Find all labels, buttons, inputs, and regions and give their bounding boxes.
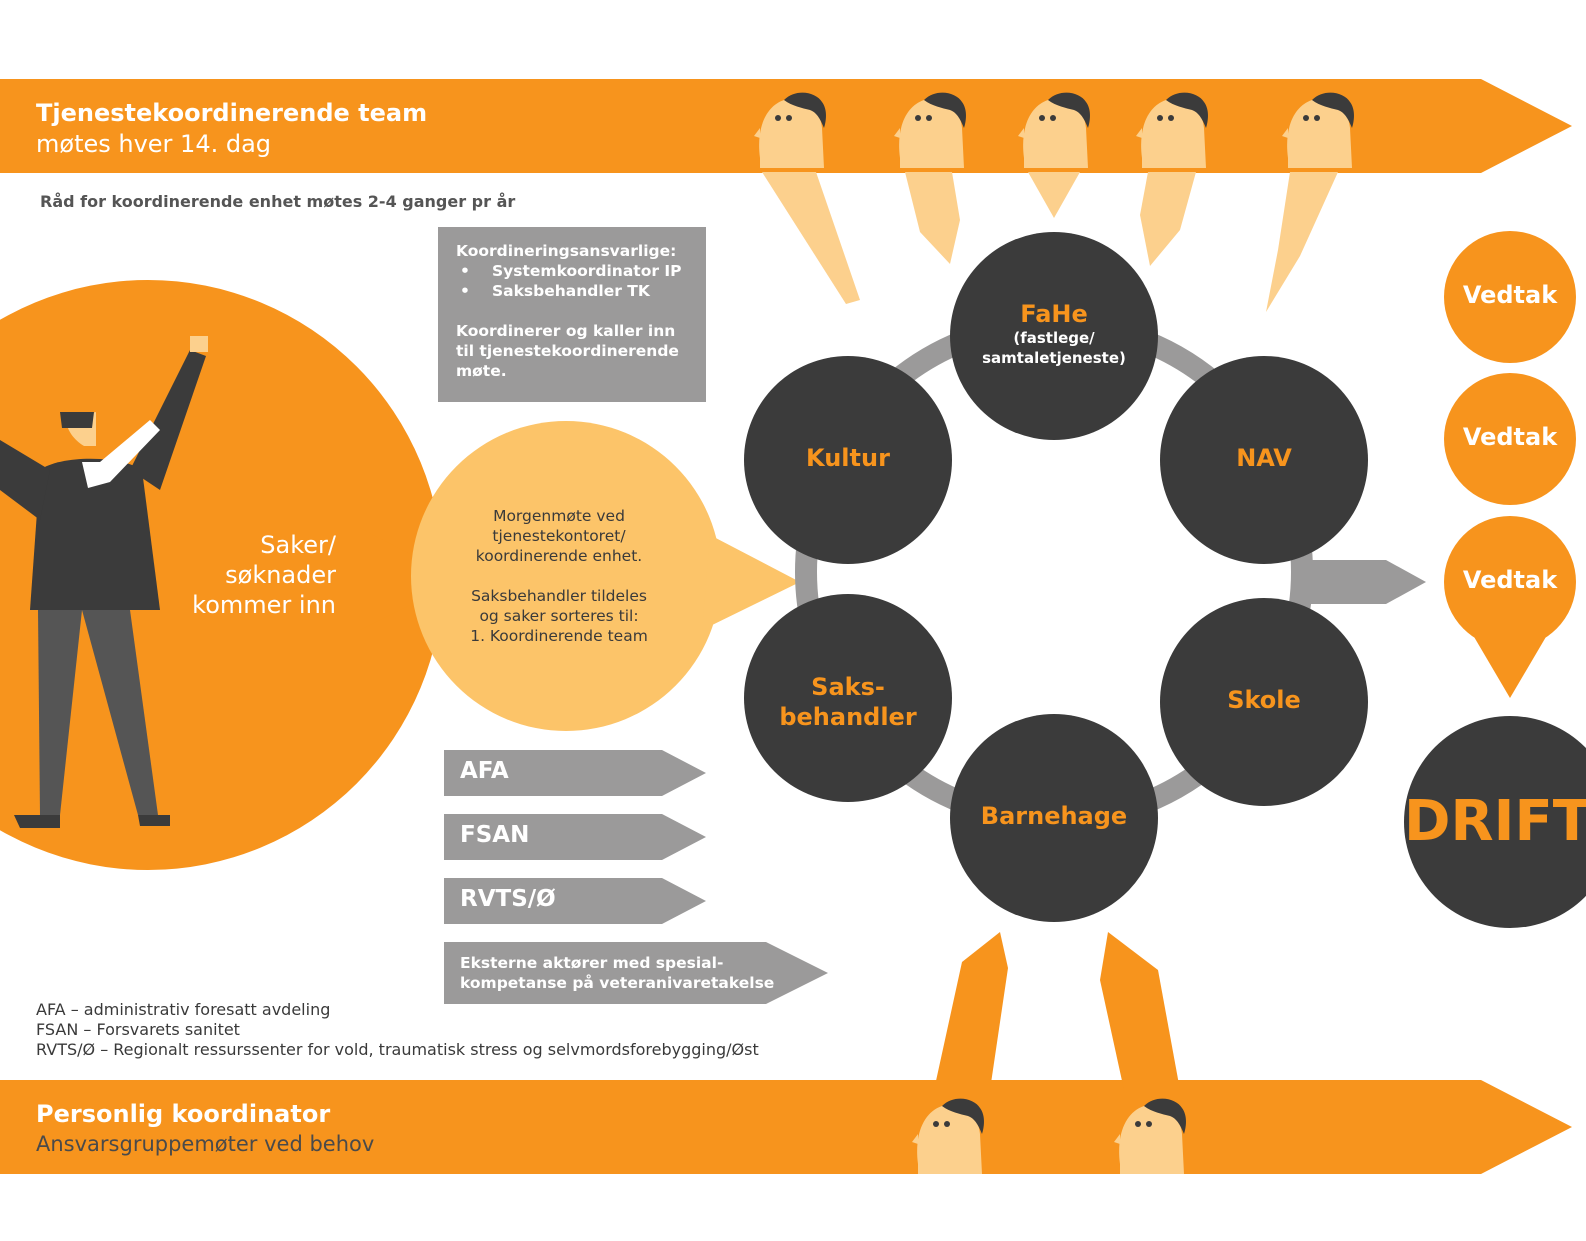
vedtak-circle-1 bbox=[1444, 231, 1576, 363]
afa-label: AFA bbox=[460, 758, 509, 784]
ring-exit-arrow bbox=[1300, 560, 1426, 604]
intake-line: kommer inn bbox=[192, 591, 336, 619]
council-note: Råd for koordinerende enhet møtes 2-4 ga… bbox=[40, 192, 516, 211]
external-line: kompetanse på veteranivaretakelse bbox=[460, 974, 775, 992]
vedtak-label-2: Vedtak bbox=[1462, 423, 1558, 451]
afa-arrow bbox=[444, 750, 706, 796]
happy-person-illustration bbox=[0, 336, 208, 828]
drift-label: DRIFT bbox=[1404, 789, 1586, 854]
morning-line: 1. Koordinerende team bbox=[470, 627, 648, 645]
fahe-title: FaHe bbox=[1020, 300, 1088, 328]
external-label: Eksterne aktører med spesial- kompetanse… bbox=[460, 953, 774, 993]
vedtak-circle-3 bbox=[1444, 516, 1576, 648]
morning-line: og saker sorteres til: bbox=[479, 607, 639, 625]
skole-label: Skole bbox=[1227, 686, 1301, 714]
top-team-ties bbox=[762, 172, 1338, 312]
skole-circle bbox=[1160, 598, 1368, 806]
intake-tail bbox=[360, 528, 460, 630]
vedtak-label-1: Vedtak bbox=[1462, 281, 1558, 309]
bottom-band-subtitle: Ansvarsgruppemøter ved behov bbox=[36, 1132, 375, 1156]
intake-circle bbox=[0, 280, 443, 870]
morning-line: Morgenmøte ved bbox=[493, 507, 625, 525]
abbreviation-legend: AFA – administrativ foresatt avdeling FS… bbox=[36, 1000, 759, 1060]
barnehage-label: Barnehage bbox=[980, 802, 1128, 830]
saksbehandler-line: behandler bbox=[779, 703, 917, 731]
saksbehandler-line: Saks- bbox=[811, 673, 885, 701]
nav-label: NAV bbox=[1236, 444, 1292, 472]
kultur-label: Kultur bbox=[806, 444, 890, 472]
coordination-list: Systemkoordinator IP Saksbehandler TK bbox=[456, 261, 688, 301]
external-line: Eksterne aktører med spesial- bbox=[460, 954, 724, 972]
vedtak-label-3: Vedtak bbox=[1462, 566, 1558, 594]
intake-line: Saker/ bbox=[260, 531, 336, 559]
morning-line: Saksbehandler tildeles bbox=[471, 587, 647, 605]
intake-line: søknader bbox=[225, 561, 336, 589]
legend-item: RVTS/Ø – Regionalt ressurssenter for vol… bbox=[36, 1040, 759, 1059]
coordination-note: Koordinerer og kaller inn til tjenesteko… bbox=[456, 322, 679, 380]
coordination-item: Saksbehandler TK bbox=[460, 281, 688, 301]
morning-meeting-tail bbox=[702, 535, 800, 630]
morning-spacer bbox=[444, 566, 674, 586]
morning-meeting-text: Morgenmøte ved tjenestekontoret/ koordin… bbox=[444, 506, 674, 646]
intake-label: Saker/ søknader kommer inn bbox=[150, 530, 336, 620]
top-band-subtitle: møtes hver 14. dag bbox=[36, 130, 272, 158]
coordination-heading: Koordineringsansvarlige: bbox=[456, 242, 677, 260]
fsan-arrow bbox=[444, 814, 706, 860]
legend-item: AFA – administrativ foresatt avdeling bbox=[36, 1000, 331, 1019]
fahe-sub: (fastlege/ bbox=[1013, 329, 1095, 347]
drift-circle bbox=[1404, 716, 1586, 928]
fsan-label: FSAN bbox=[460, 822, 530, 848]
nav-circle bbox=[1160, 356, 1368, 564]
top-band-title: Tjenestekoordinerende team bbox=[36, 99, 428, 127]
coordination-item: Systemkoordinator IP bbox=[460, 261, 688, 281]
saksbehandler-label: Saks- behandler bbox=[754, 672, 942, 732]
morning-line: koordinerende enhet. bbox=[475, 547, 643, 565]
vedtak-pointer bbox=[1470, 630, 1550, 698]
morning-line: tjenestekontoret/ bbox=[492, 527, 626, 545]
bottom-band-title: Personlig koordinator bbox=[36, 1100, 331, 1128]
bottom-team-ties bbox=[934, 932, 1180, 1090]
fahe-label: FaHe (fastlege/ samtaletjeneste) bbox=[960, 300, 1148, 368]
barnehage-circle bbox=[950, 714, 1158, 922]
morning-meeting-bubble bbox=[411, 421, 721, 731]
fahe-sub: samtaletjeneste) bbox=[982, 349, 1126, 367]
rvts-label: RVTS/Ø bbox=[460, 886, 556, 912]
saksbehandler-circle bbox=[744, 594, 952, 802]
external-arrow bbox=[444, 942, 828, 1004]
coordination-box: Koordineringsansvarlige: Systemkoordinat… bbox=[438, 227, 706, 402]
vedtak-circle-2 bbox=[1444, 373, 1576, 505]
kultur-circle bbox=[744, 356, 952, 564]
fahe-circle bbox=[950, 232, 1158, 440]
rvts-arrow bbox=[444, 878, 706, 924]
legend-item: FSAN – Forsvarets sanitet bbox=[36, 1020, 240, 1039]
